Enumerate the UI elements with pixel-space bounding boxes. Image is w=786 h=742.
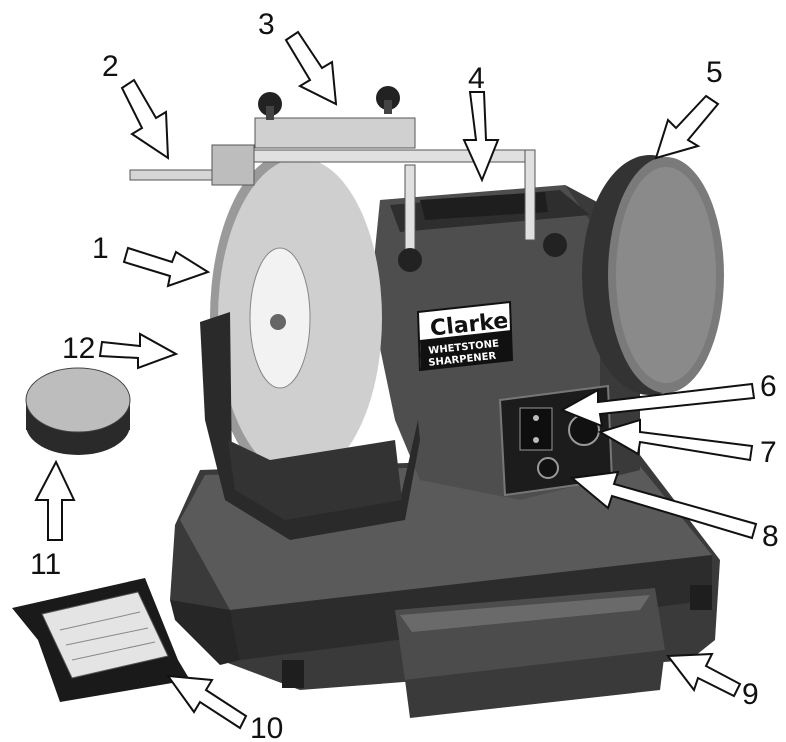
callout-arrow-8 xyxy=(569,470,758,540)
support-clamp-knobs xyxy=(398,233,567,272)
water-trough xyxy=(200,312,420,540)
callout-label-2: 2 xyxy=(102,50,119,83)
callout-label-4: 4 xyxy=(468,62,485,95)
callout-label-1: 1 xyxy=(92,232,109,265)
angle-guide xyxy=(12,578,190,702)
callout-arrow-11 xyxy=(34,459,76,541)
brand-badge: Clarke WHETSTONE SHARPENER xyxy=(416,300,514,372)
callout-arrow-4 xyxy=(462,91,500,183)
callout-label-8: 8 xyxy=(762,520,779,553)
jig-knob-right xyxy=(376,86,400,110)
callout-numbers: 1 2 3 4 5 6 7 8 9 10 11 12 xyxy=(30,8,779,742)
reset-button xyxy=(537,457,559,479)
power-switch xyxy=(519,407,553,451)
leather-honing-wheel xyxy=(582,155,724,395)
callout-label-9: 9 xyxy=(742,678,759,711)
callout-arrow-12 xyxy=(98,332,179,370)
callout-label-7: 7 xyxy=(760,436,777,469)
callout-arrow-1 xyxy=(122,246,211,288)
callout-arrow-6 xyxy=(559,382,756,428)
callout-label-12: 12 xyxy=(62,332,95,365)
callout-arrow-2 xyxy=(120,78,170,160)
callout-label-11: 11 xyxy=(30,548,61,581)
straight-edge-jig xyxy=(254,86,416,149)
callout-arrows xyxy=(34,30,758,730)
callout-arrow-7 xyxy=(597,418,754,462)
callout-arrow-3 xyxy=(284,30,338,106)
jig-knob-left xyxy=(258,92,282,116)
callout-arrow-10 xyxy=(165,674,248,730)
universal-support-bar xyxy=(129,144,536,256)
callout-label-10: 10 xyxy=(250,712,283,742)
callout-label-6: 6 xyxy=(760,370,777,403)
callout-label-3: 3 xyxy=(258,8,275,41)
callout-arrow-5 xyxy=(654,94,720,160)
honing-compound xyxy=(25,367,131,455)
callout-label-5: 5 xyxy=(706,56,723,89)
grinding-wheel xyxy=(210,153,382,483)
callout-arrow-9 xyxy=(666,652,742,698)
water-tray-drawer xyxy=(395,588,665,718)
